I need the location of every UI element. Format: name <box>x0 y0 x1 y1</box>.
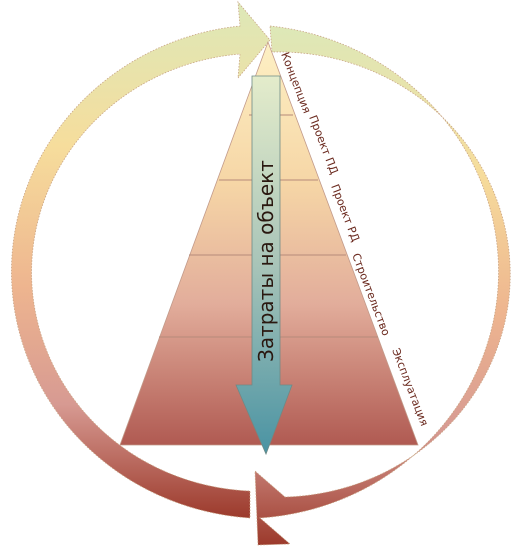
cost-arrow-label: Затраты на объект <box>254 160 278 362</box>
cycle-arrow-ring-left <box>11 0 271 519</box>
cycle-arrow-ring <box>254 25 511 546</box>
cost-arrow <box>235 75 293 456</box>
